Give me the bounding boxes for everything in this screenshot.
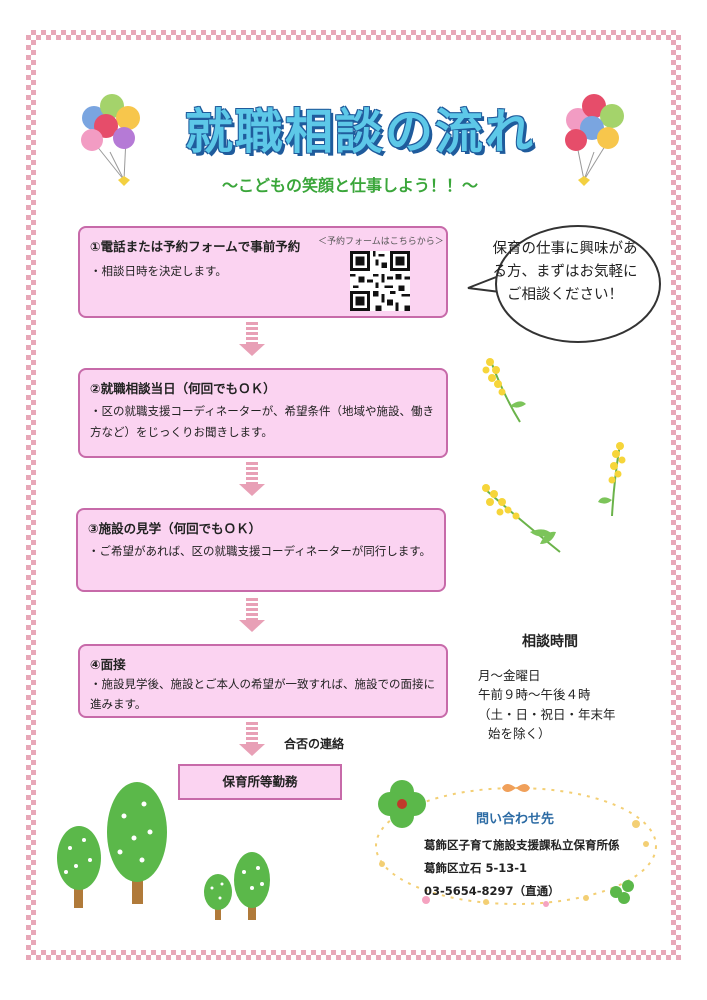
hours-text: 月〜金曜日 午前９時〜午後４時 （土・日・祝日・年末年 始を除く） bbox=[478, 666, 616, 744]
step-4-desc: ・施設見学後、施設とご本人の希望が一致すれば、施設での面接に進みます。 bbox=[90, 677, 435, 711]
contact-dept: 葛飾区子育て施設支援課私立保育所係 bbox=[424, 838, 620, 852]
mimosa-flower-icon bbox=[598, 442, 626, 517]
step-4-box: ④面接 ・施設見学後、施設とご本人の希望が一致すれば、施設での面接に進みます。 bbox=[78, 644, 448, 718]
hours-line-3: （土・日・祝日・年末年 bbox=[478, 706, 616, 722]
tree-icon bbox=[204, 874, 232, 920]
step-2-desc: ・区の就職支援コーディネーターが、希望条件（地域や施設、働き方など）をじっくりお… bbox=[90, 404, 434, 439]
tree-icon bbox=[57, 826, 101, 908]
result-notice-label: 合否の連絡 bbox=[284, 737, 345, 751]
speech-bubble bbox=[467, 225, 661, 343]
hours-line-4: 始を除く） bbox=[488, 726, 551, 742]
hours-title: 相談時間 bbox=[522, 634, 578, 650]
arrow-down-icon bbox=[239, 722, 265, 756]
step-2-title: ②就職相談当日（何回でもＯＫ） bbox=[90, 381, 276, 396]
final-box: 保育所等勤務 bbox=[178, 764, 342, 800]
contact-info: 葛飾区子育て施設支援課私立保育所係 葛飾区立石 5-13-1 03-5654-8… bbox=[424, 834, 620, 903]
balloons-left-icon bbox=[81, 94, 140, 186]
arrow-down-icon bbox=[239, 462, 265, 496]
page-title: 就職相談の流れ bbox=[184, 104, 535, 160]
step-4-title: ④面接 bbox=[90, 657, 126, 672]
step-3-title: ③施設の見学（何回でもＯＫ） bbox=[88, 521, 262, 536]
step-3-box: ③施設の見学（何回でもＯＫ） ・ご希望があれば、区の就職支援コーディネーターが同… bbox=[76, 508, 446, 592]
hours-line-1: 月〜金曜日 bbox=[478, 668, 541, 683]
step-2-box: ②就職相談当日（何回でもＯＫ） ・区の就職支援コーディネーターが、希望条件（地域… bbox=[78, 368, 448, 458]
contact-phone[interactable]: 03-5654-8297（直通） bbox=[424, 884, 560, 898]
step-1-title: ①電話または予約フォームで事前予約 bbox=[90, 239, 301, 254]
tree-icon bbox=[234, 852, 270, 920]
mimosa-flower-icon bbox=[482, 358, 526, 423]
step-1-desc: ・相談日時を決定します。 bbox=[90, 264, 227, 278]
clover-icon bbox=[378, 780, 426, 828]
speech-bubble-text: 保育の仕事に興味がある方、まずはお気軽にご相談ください！ bbox=[492, 241, 638, 304]
contact-title: 問い合わせ先 bbox=[476, 812, 555, 827]
hours-line-2: 午前９時〜午後４時 bbox=[478, 687, 591, 703]
arrow-down-icon bbox=[239, 598, 265, 632]
qr-code-icon[interactable] bbox=[350, 251, 410, 311]
mimosa-flower-icon bbox=[482, 484, 561, 553]
tree-icon bbox=[107, 782, 167, 904]
qr-caption: ＜予約フォームはこちらから＞ bbox=[318, 237, 444, 247]
contact-address: 葛飾区立石 5-13-1 bbox=[424, 861, 528, 875]
balloons-right-icon bbox=[565, 94, 624, 186]
contact-wreath bbox=[375, 780, 657, 907]
arrow-down-icon bbox=[239, 322, 265, 356]
page-subtitle: 〜こどもの笑顔と仕事しよう！！〜 bbox=[221, 176, 478, 195]
step-3-desc: ・ご希望があれば、区の就職支援コーディネーターが同行します。 bbox=[88, 544, 432, 558]
